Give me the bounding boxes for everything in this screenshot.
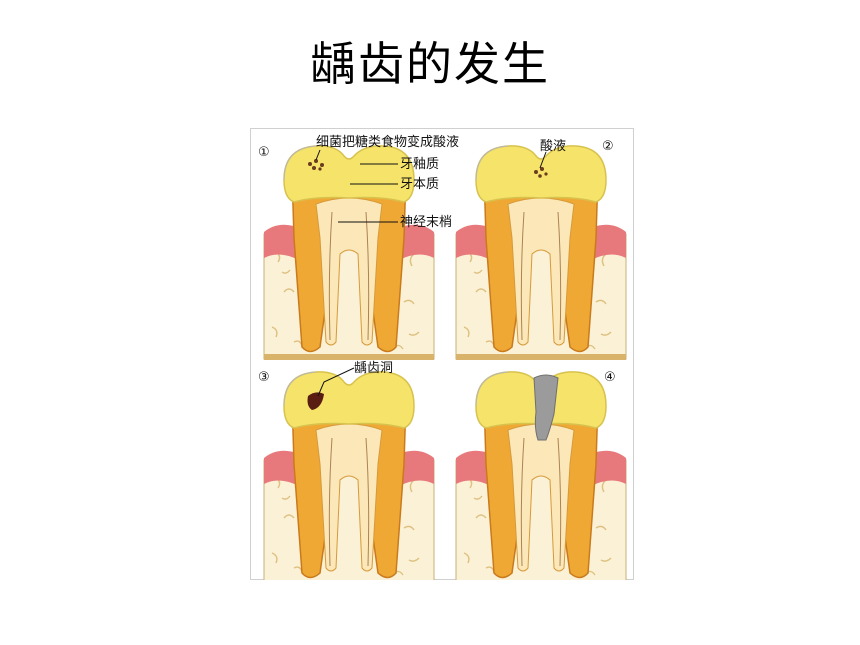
slide-title: 龋齿的发生: [310, 37, 550, 91]
panel-4: ④: [455, 370, 627, 580]
label-nerve-endings: 神经末梢: [400, 215, 452, 230]
acid-icon: [534, 167, 548, 178]
cavity-hole: [307, 392, 324, 410]
deep-decay: [533, 374, 559, 441]
label-bacteria-acid: 细菌把糖类食物变成酸液: [316, 134, 459, 150]
tooth-decay-figure: ① 细菌把糖类食物变成酸液 牙釉质 牙本质 神经末梢 酸液 ② ③: [250, 128, 634, 580]
label-enamel: 牙釉质: [400, 157, 439, 172]
panel-number-1: ①: [258, 145, 270, 160]
label-acid: 酸液: [540, 139, 566, 154]
bacteria-icon: [308, 159, 324, 171]
panel-1: ① 细菌把糖类食物变成酸液 牙釉质 牙本质 神经末梢: [258, 134, 459, 361]
label-dentin: 牙本质: [400, 177, 439, 192]
panel-number-2: ②: [602, 139, 614, 154]
label-cavity: 龋齿洞: [354, 360, 393, 376]
panel-number-3: ③: [258, 370, 270, 385]
panel-number-4: ④: [604, 370, 616, 385]
panel-3: ③ 龋齿洞: [258, 360, 435, 580]
panel-2: 酸液 ②: [455, 139, 627, 361]
